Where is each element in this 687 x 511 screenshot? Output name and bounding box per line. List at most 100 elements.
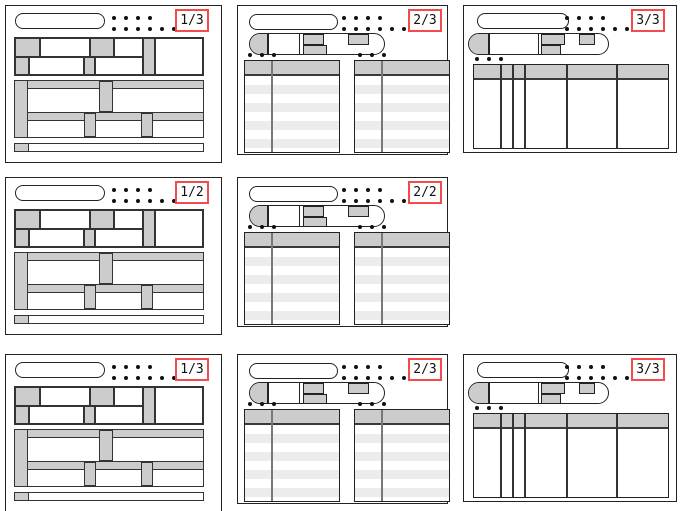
toolbar-cell — [541, 45, 561, 54]
column-divider — [512, 65, 514, 148]
footer-bar — [14, 492, 204, 501]
table-body — [245, 425, 339, 501]
page-indicator: 1/2 — [175, 181, 209, 204]
content-blocks-upper — [14, 386, 204, 425]
column-divider — [524, 65, 526, 148]
toolbar-pill — [249, 382, 385, 404]
toolbar-cell — [541, 34, 565, 45]
toolbar-cell — [303, 394, 327, 403]
page-indicator: 2/3 — [408, 358, 442, 381]
diagram-row-3: 1/3 — [5, 354, 687, 511]
toolbar-cell — [303, 206, 324, 217]
dot-grid-icon — [342, 16, 406, 38]
data-table — [354, 232, 450, 325]
wide-data-table — [473, 413, 669, 498]
dot-row-icon — [248, 225, 276, 229]
wireframe-screen-blocks: 1/3 — [5, 5, 222, 163]
toolbar-cell — [303, 34, 324, 45]
toolbar-cell — [541, 383, 565, 394]
wireframe-screen-two-tables: 2/3 — [237, 5, 450, 155]
title-bar-pill — [15, 362, 105, 378]
toolbar-cell — [303, 45, 327, 54]
toolbar-input-box — [489, 34, 539, 54]
toolbar-cell — [348, 383, 369, 394]
toolbar-cap-segment — [469, 383, 489, 403]
wireframe-screen-two-tables: 2/3 — [237, 354, 450, 504]
column-divider — [271, 61, 273, 152]
toolbar-pill — [249, 33, 385, 55]
wireframe-screen-wide-table: 3/3 — [463, 5, 677, 153]
content-blocks-lower — [14, 80, 204, 138]
column-divider — [524, 414, 526, 497]
table-header — [245, 61, 339, 76]
dot-grid-icon — [112, 365, 176, 387]
data-table — [244, 232, 340, 325]
wireframe-screen-wide-table: 3/3 — [463, 354, 677, 502]
toolbar-cell — [348, 206, 369, 217]
toolbar-cell — [541, 394, 561, 403]
table-header — [355, 233, 449, 248]
table-header — [245, 233, 339, 248]
toolbar-cell — [348, 34, 369, 45]
column-divider — [500, 65, 502, 148]
toolbar-input-box — [489, 383, 539, 403]
diagram-row-1: 1/3 — [5, 5, 687, 163]
table-header — [355, 410, 449, 425]
page-indicator: 1/3 — [175, 358, 209, 381]
page-indicator: 3/3 — [631, 358, 665, 381]
toolbar-pill — [249, 205, 385, 227]
toolbar-cap-segment — [469, 34, 489, 54]
dot-grid-icon — [565, 16, 629, 38]
data-table — [354, 60, 450, 153]
column-divider — [381, 410, 383, 501]
table-header — [474, 414, 668, 429]
dot-row-icon — [358, 53, 386, 57]
column-divider — [616, 414, 618, 497]
column-divider — [381, 233, 383, 324]
table-body — [245, 76, 339, 152]
page-indicator: 3/3 — [631, 9, 665, 32]
dot-row-icon — [475, 406, 503, 410]
table-header — [245, 410, 339, 425]
data-table — [354, 409, 450, 502]
toolbar-input-box — [268, 34, 300, 54]
dot-grid-icon — [342, 365, 406, 387]
toolbar-cap-segment — [250, 34, 268, 54]
column-divider — [616, 65, 618, 148]
dot-grid-icon — [112, 188, 176, 210]
page-indicator: 1/3 — [175, 9, 209, 32]
column-divider — [381, 61, 383, 152]
toolbar-cell — [303, 217, 327, 226]
toolbar-pill — [468, 33, 609, 55]
title-bar-pill — [15, 185, 105, 201]
column-divider — [566, 414, 568, 497]
table-body — [355, 248, 449, 324]
content-blocks-lower — [14, 252, 204, 310]
dot-row-icon — [358, 402, 386, 406]
table-body — [355, 425, 449, 501]
column-divider — [512, 414, 514, 497]
column-divider — [271, 233, 273, 324]
footer-bar — [14, 315, 204, 324]
title-bar-pill — [249, 363, 338, 379]
title-bar-pill — [15, 13, 105, 29]
table-body — [245, 248, 339, 324]
page-indicator: 2/2 — [408, 181, 442, 204]
column-divider — [271, 410, 273, 501]
table-body — [355, 76, 449, 152]
dot-row-icon — [248, 53, 276, 57]
toolbar-cell — [579, 383, 595, 394]
toolbar-cell — [303, 383, 324, 394]
content-blocks-upper — [14, 209, 204, 248]
wireframe-screen-two-tables: 2/2 — [237, 177, 450, 327]
data-table — [244, 409, 340, 502]
table-header — [355, 61, 449, 76]
dot-row-icon — [475, 57, 503, 61]
table-header — [474, 65, 668, 80]
column-divider — [500, 414, 502, 497]
toolbar-input-box — [268, 206, 300, 226]
content-blocks-upper — [14, 37, 204, 76]
toolbar-cell — [579, 34, 595, 45]
page-indicator: 2/3 — [408, 9, 442, 32]
dot-grid-icon — [565, 365, 629, 387]
